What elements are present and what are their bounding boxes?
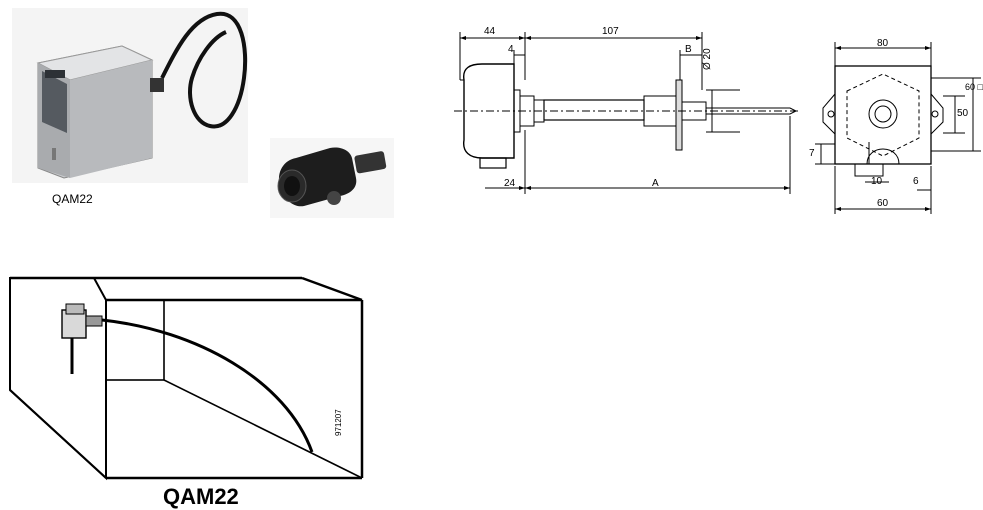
dim-7: 7 (809, 148, 815, 159)
duct-ref-number: 971207 (334, 409, 343, 436)
dim-A: A (652, 178, 659, 189)
side-dimension-drawing: 44 107 4 B Ø 20 24 A (440, 20, 820, 220)
dim-diameter-20: Ø 20 (702, 48, 713, 70)
dim-80: 80 (877, 38, 889, 49)
dim-44: 44 (484, 26, 496, 37)
product-photo (12, 8, 248, 183)
dim-60-square: 60 □ (965, 82, 983, 92)
dim-50: 50 (957, 108, 969, 119)
dim-4: 4 (508, 44, 514, 55)
product-caption: QAM22 (52, 192, 93, 206)
dim-24: 24 (504, 178, 516, 189)
dim-107: 107 (602, 26, 619, 37)
flange-photo (270, 138, 394, 218)
dim-10: 10 (871, 176, 883, 187)
front-dimension-drawing: 80 50 60 □ 7 10 6 60 (805, 36, 983, 216)
dim-B: B (685, 44, 692, 55)
dim-60: 60 (877, 198, 889, 209)
duct-caption: QAM22 (163, 484, 239, 509)
duct-installation-drawing: 971207 (6, 270, 366, 485)
dim-6: 6 (913, 176, 919, 187)
